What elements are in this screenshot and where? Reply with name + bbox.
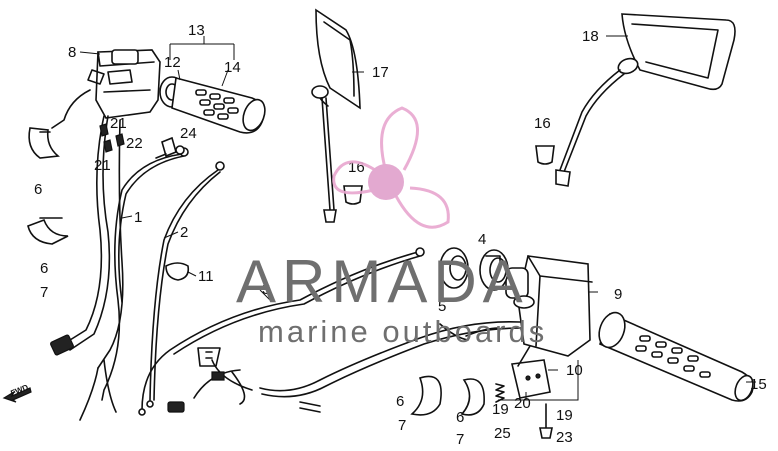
armada-watermark: ARMADA marine outboards <box>236 106 547 349</box>
callout-14: 14 <box>224 59 241 76</box>
clamp-6-center <box>410 375 442 416</box>
screw-23 <box>539 403 553 439</box>
callout-5: 5 <box>438 298 446 315</box>
callout-21-top: 21 <box>110 115 127 132</box>
mirror-cap-16-right <box>535 145 555 165</box>
right-wiring <box>167 321 523 413</box>
callout-3: 3 <box>262 281 270 298</box>
switch-ring-4 <box>479 249 509 291</box>
left-switch-housing <box>87 49 161 119</box>
callout-12: 12 <box>164 54 181 71</box>
callout-22: 22 <box>126 135 143 152</box>
lever-bracket-22 <box>155 136 177 159</box>
callout-8: 8 <box>68 44 76 61</box>
clamp-6-right <box>460 378 485 416</box>
callout-21-bottom: 21 <box>94 157 111 174</box>
callout-25: 25 <box>494 425 511 442</box>
callout-6-b: 6 <box>40 260 48 277</box>
throttle-cable-3 <box>141 251 419 411</box>
switch-10 <box>511 345 551 399</box>
callout-7-a: 7 <box>40 284 48 301</box>
clamp-6-upper <box>28 127 60 159</box>
callout-24: 24 <box>180 125 197 142</box>
right-grip <box>598 311 754 402</box>
watermark-tagline: marine outboards <box>258 314 547 349</box>
callout-23: 23 <box>556 429 573 446</box>
callout-15: 15 <box>750 376 767 393</box>
left-mirror <box>311 8 361 223</box>
callout-13: 13 <box>188 22 205 39</box>
callout-19-right: 19 <box>556 407 573 424</box>
callout-20: 20 <box>514 395 531 412</box>
right-switch-housing <box>505 255 593 357</box>
cable-2-inner <box>153 171 221 401</box>
callout-6-a: 6 <box>34 181 42 198</box>
callout-6-d: 6 <box>456 409 464 426</box>
clutch-cable-1-inner <box>118 155 185 303</box>
clamp-6-lower <box>27 217 69 245</box>
screws-21 <box>99 123 125 153</box>
callout-4: 4 <box>478 231 486 248</box>
left-wiring <box>50 89 124 421</box>
callout-9: 9 <box>614 286 622 303</box>
callout-2: 2 <box>180 224 188 241</box>
leader-lines <box>79 35 756 401</box>
callout-1: 1 <box>134 209 142 226</box>
forward-arrow-icon: FWD <box>2 383 32 403</box>
callout-7-b: 7 <box>398 417 406 434</box>
grip-texture <box>195 89 239 120</box>
callout-17: 17 <box>372 64 389 81</box>
bolt-24 <box>175 145 185 155</box>
callout-18: 18 <box>582 28 599 45</box>
watermark-brand: ARMADA <box>236 248 529 315</box>
callout-10: 10 <box>566 362 583 379</box>
mirror-cap-16-left <box>343 185 363 205</box>
cable-clip-11 <box>165 262 190 281</box>
right-mirror <box>555 13 736 187</box>
cable-2 <box>149 169 219 401</box>
throttle-cable-3-inner <box>173 255 421 355</box>
callout-11: 11 <box>198 268 214 285</box>
clutch-cable-1 <box>101 153 183 401</box>
callout-7-c: 7 <box>456 431 464 448</box>
left-grip <box>159 76 266 134</box>
callout-6-c: 6 <box>396 393 404 410</box>
callout-labels: 8 13 12 14 21 21 22 24 6 1 2 6 7 11 3 17… <box>34 22 767 448</box>
callout-16-right: 16 <box>534 115 551 132</box>
callout-19-left: 19 <box>492 401 509 418</box>
switch-ring-5 <box>439 247 469 289</box>
propeller-logo-icon <box>332 106 450 229</box>
spring-19 <box>495 383 505 403</box>
